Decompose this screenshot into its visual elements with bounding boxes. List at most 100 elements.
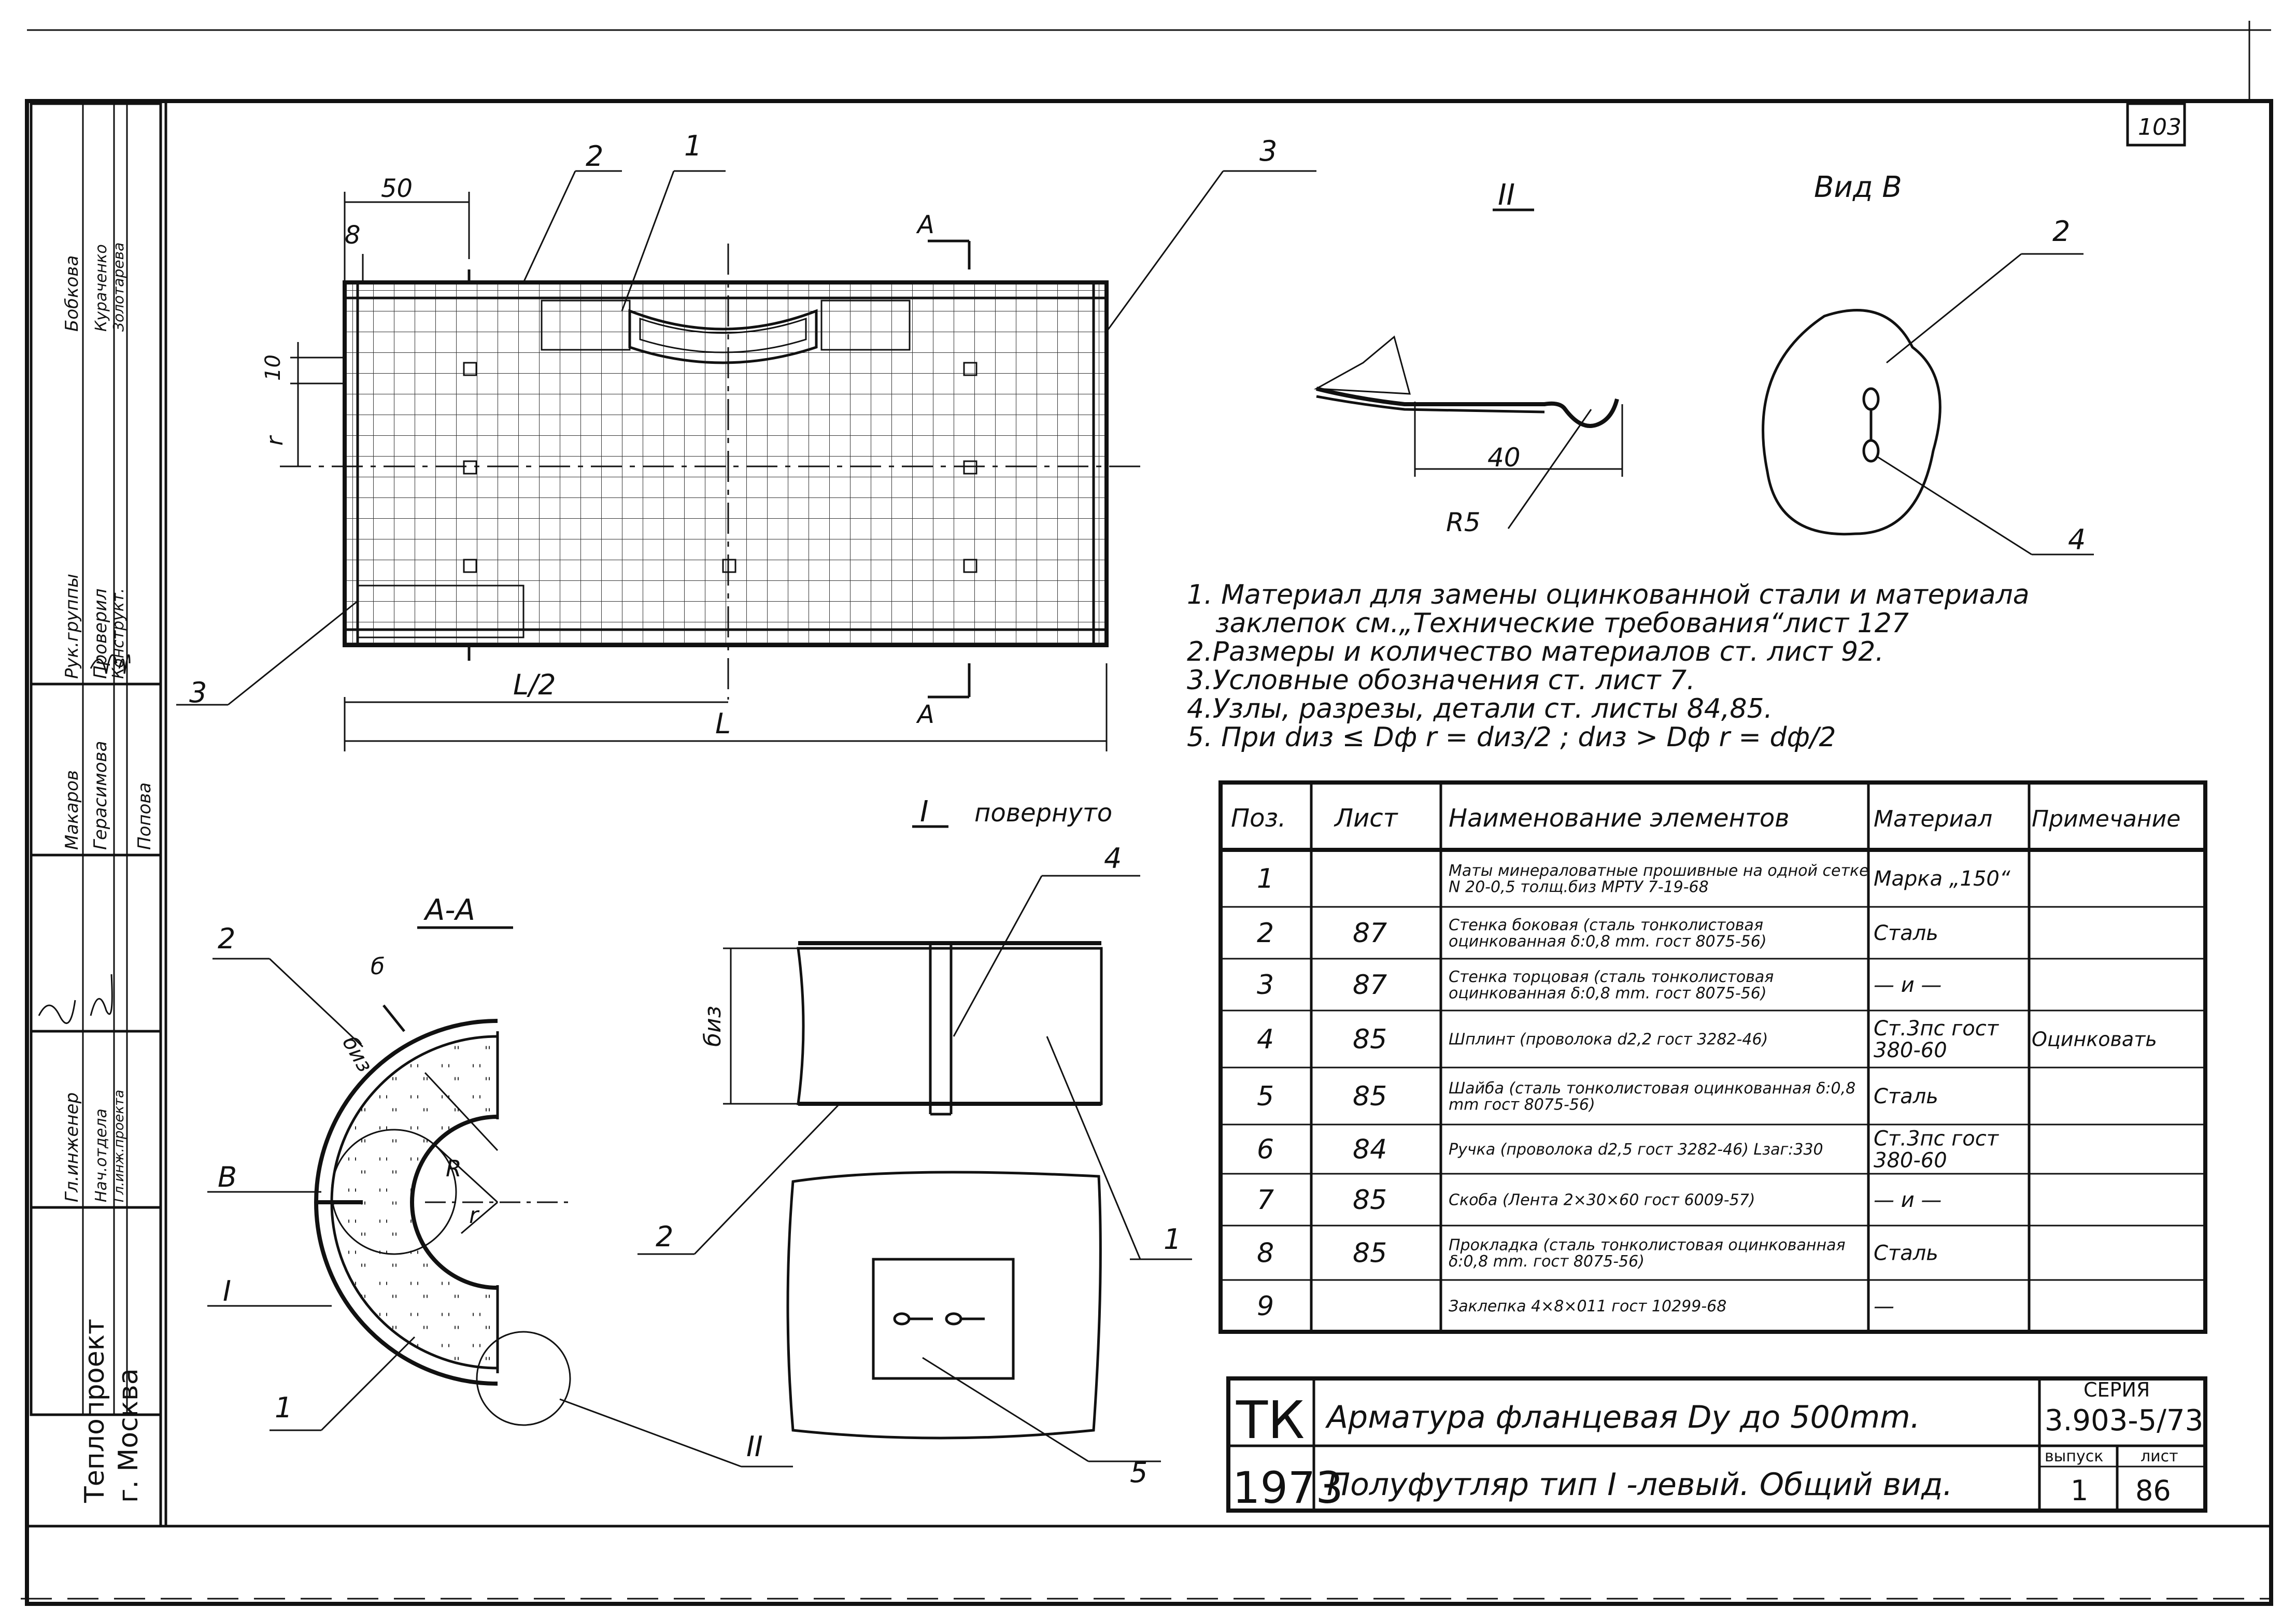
pos-2: 2: [586, 140, 603, 173]
dim-r: r: [262, 435, 288, 446]
title-line-2: Полуфутляр тип I -левый. Общий вид.: [1327, 1467, 1953, 1503]
dim-L-half: L/2: [513, 668, 556, 701]
mesh-mat: [345, 282, 1107, 645]
spec-cell-sheet: 84: [1353, 1134, 1387, 1165]
spec-cell-sheet: 85: [1353, 1238, 1387, 1269]
spec-row: 9 Заклепка 4×8×011 гост 10299-68 —: [1257, 1291, 1894, 1322]
title-line-1: Арматура фланцевая Dу до 500mm.: [1325, 1399, 1920, 1435]
spec-cell-name: Шайба (сталь тонколистовая оцинкованная …: [1449, 1079, 1855, 1098]
spec-cell-material: Сталь: [1874, 921, 1938, 945]
spec-cell-name: Шплинт (проволока d2,2 гост 3282-46): [1449, 1031, 1768, 1049]
spec-cell-material: Марка „150“: [1874, 867, 2010, 891]
stamp-org: Теплопроект: [79, 1319, 110, 1503]
spec-cell-material: Сталь: [1874, 1085, 1938, 1108]
spec-cell-sheet: 85: [1353, 1081, 1387, 1112]
sheet-number-box: 103: [2126, 102, 2186, 147]
th-note: Примечание: [2032, 806, 2180, 832]
spec-cell-pos: 7: [1257, 1185, 1274, 1216]
detail-II: II 40 R5: [1313, 178, 1623, 537]
spec-row: 2 87 Стенка боковая (сталь тонколистоваяоц…: [1257, 916, 1938, 951]
stamp-city: г. Москва: [113, 1368, 144, 1503]
stamp-name-4: Макаров: [62, 770, 82, 850]
stamp-role-1: Гл.инженер: [62, 1092, 82, 1202]
detail-I-pos-1: 1: [1164, 1223, 1181, 1256]
view-B-pos-2: 2: [2052, 215, 2070, 248]
section-AA-title: А-А: [423, 893, 475, 927]
spec-cell-name: Прокладка (сталь тонколистовая оцинкован…: [1449, 1236, 1846, 1254]
spec-cell-material: 380-60: [1874, 1149, 1947, 1173]
detail-I-num: I: [920, 795, 929, 829]
spec-row: 6 84 Ручка (проволока d2,5 гост 3282-46) L…: [1257, 1127, 2000, 1173]
notes: 1. Материал для замены оцинкованной стал…: [1187, 579, 2030, 753]
series-number: 3.903-5/73: [2045, 1404, 2203, 1438]
spec-cell-note: Оцинковать: [2032, 1028, 2157, 1050]
sheet-value: 86: [2135, 1474, 2171, 1507]
spec-cell-name: оцинкованная δ:0,8 mm. гост 8075-56): [1449, 932, 1767, 950]
stamp-role-7: Рук.группы: [62, 574, 82, 679]
spec-cell-sheet: 85: [1353, 1185, 1387, 1216]
spec-cell-pos: 5: [1257, 1081, 1274, 1112]
view-B-title: Вид В: [1814, 170, 1902, 204]
spec-cell-pos: 9: [1257, 1291, 1274, 1322]
pos-1: 1: [684, 130, 702, 162]
dim-8: 8: [345, 221, 361, 250]
spec-cell-pos: 2: [1257, 918, 1274, 949]
dim-40: 40: [1487, 443, 1521, 473]
spec-cell-sheet: 87: [1353, 970, 1387, 1001]
series-label: СЕРИЯ: [2084, 1378, 2150, 1401]
spec-cell-name: Заклепка 4×8×011 гост 10299-68: [1449, 1298, 1726, 1316]
stamp-name-8: Кураченко: [92, 244, 110, 332]
note-1: 1. Материал для замены оцинкованной стал…: [1187, 579, 2030, 610]
issue-number: 1: [2071, 1474, 2088, 1507]
stamp-name-9: Золотарева: [110, 243, 127, 332]
spec-cell-pos: 1: [1257, 863, 1274, 894]
spec-cell-name: Стенка боковая (сталь тонколистовая: [1449, 916, 1763, 934]
spec-row: 5 85 Шайба (сталь тонколистовая оцинкованн…: [1257, 1079, 1938, 1114]
section-A-bottom: A: [916, 700, 934, 729]
AA-label-B: В: [218, 1161, 237, 1193]
spec-cell-pos: 3: [1257, 970, 1274, 1001]
spec-cell-pos: 8: [1257, 1238, 1274, 1269]
th-pos: Поз.: [1231, 804, 1286, 833]
side-stamp: Гл.инженер Нач.отдела Гл.инж.проекта Мак…: [30, 101, 162, 1526]
view-B: Вид В 2 4: [1762, 170, 2094, 556]
signature-scribble: [118, 654, 131, 674]
spec-cell-name: Маты минераловатные прошивные на одной с…: [1449, 862, 1869, 880]
spec-cell-name: оцинкованная δ:0,8 mm. гост 8075-56): [1449, 984, 1767, 1002]
spec-rows: 1 Маты минераловатные прошивные на одной …: [1257, 862, 2157, 1322]
detail-I-pos-4: 4: [1104, 842, 1122, 875]
spec-cell-sheet: 85: [1353, 1024, 1387, 1055]
spec-cell-name: δ:0,8 mm. гост 8075-56): [1449, 1253, 1645, 1271]
sheet-label: лист: [2141, 1447, 2178, 1466]
outer-frame: [21, 21, 2273, 1606]
spec-cell-pos: 4: [1257, 1024, 1274, 1055]
AA-label-R: R: [446, 1156, 462, 1182]
detail-I-pos-5: 5: [1130, 1456, 1147, 1489]
spec-cell-name: Ручка (проволока d2,5 гост 3282-46) Lзаг…: [1449, 1141, 1823, 1159]
detail-I-pos-2: 2: [656, 1220, 673, 1253]
spec-cell-material: — и —: [1874, 973, 1941, 997]
detail-II-title: II: [1498, 178, 1515, 212]
spec-cell-name: Стенка торцовая (сталь тонколистовая: [1449, 968, 1774, 986]
spec-cell-material: — и —: [1874, 1188, 1941, 1212]
spec-cell-pos: 6: [1257, 1134, 1274, 1165]
spec-cell-material: Сталь: [1874, 1242, 1938, 1265]
pos-3a: 3: [1259, 135, 1277, 167]
AA-pos-1: 1: [275, 1391, 292, 1424]
spec-row: 8 85 Прокладка (сталь тонколистовая оцинко…: [1257, 1236, 1938, 1271]
detail-I-text: повернуто: [974, 799, 1112, 828]
signature-scribble: [90, 974, 113, 1016]
detail-I-biz: биз: [700, 1006, 726, 1047]
spec-cell-sheet: 87: [1353, 918, 1387, 949]
th-name: Наименование элементов: [1449, 804, 1790, 833]
spec-cell-material: —: [1874, 1294, 1894, 1318]
th-material: Материал: [1874, 806, 1992, 832]
spec-cell-material: Ст.3пс гост: [1874, 1127, 2000, 1151]
stamp-role-2: Нач.отдела: [92, 1108, 110, 1202]
note-5: 5. При dиз ≤ Dф r = dиз/2 ; dиз > Dф r =…: [1187, 722, 1836, 753]
stamp-name-5: Герасимова: [90, 741, 111, 850]
stamp-role-3: Гл.инж.проекта: [111, 1090, 127, 1202]
spec-cell-material: 380-60: [1874, 1038, 1947, 1062]
